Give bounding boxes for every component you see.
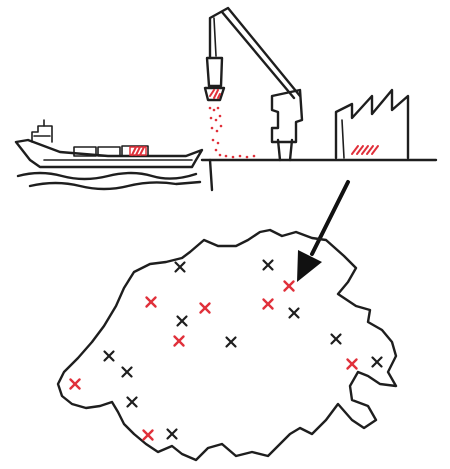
arrow-icon (297, 182, 348, 282)
dark-x-marker (264, 261, 273, 270)
dark-x-marker (332, 335, 341, 344)
harbor-crane-icon (205, 8, 302, 160)
dark-x-marker (178, 317, 187, 326)
dark-x-marker (227, 338, 236, 347)
dark-x-marker (128, 398, 137, 407)
red-x-marker (147, 298, 156, 307)
dark-x-marker (123, 368, 132, 377)
red-x-marker (348, 360, 357, 369)
red-x-marker (201, 304, 210, 313)
red-x-marker (175, 337, 184, 346)
red-x-marker (144, 431, 153, 440)
red-x-marker (264, 300, 273, 309)
quay-icon (202, 160, 436, 190)
dark-x-marker (373, 358, 382, 367)
dark-x-marker (168, 430, 177, 439)
cargo-ship-icon (16, 120, 202, 189)
factory-icon (336, 90, 408, 158)
dark-x-marker (176, 263, 185, 272)
dark-x-marker (105, 352, 114, 361)
dark-x-marker (290, 309, 299, 318)
red-x-marker (71, 380, 80, 389)
red-x-marker (285, 282, 294, 291)
